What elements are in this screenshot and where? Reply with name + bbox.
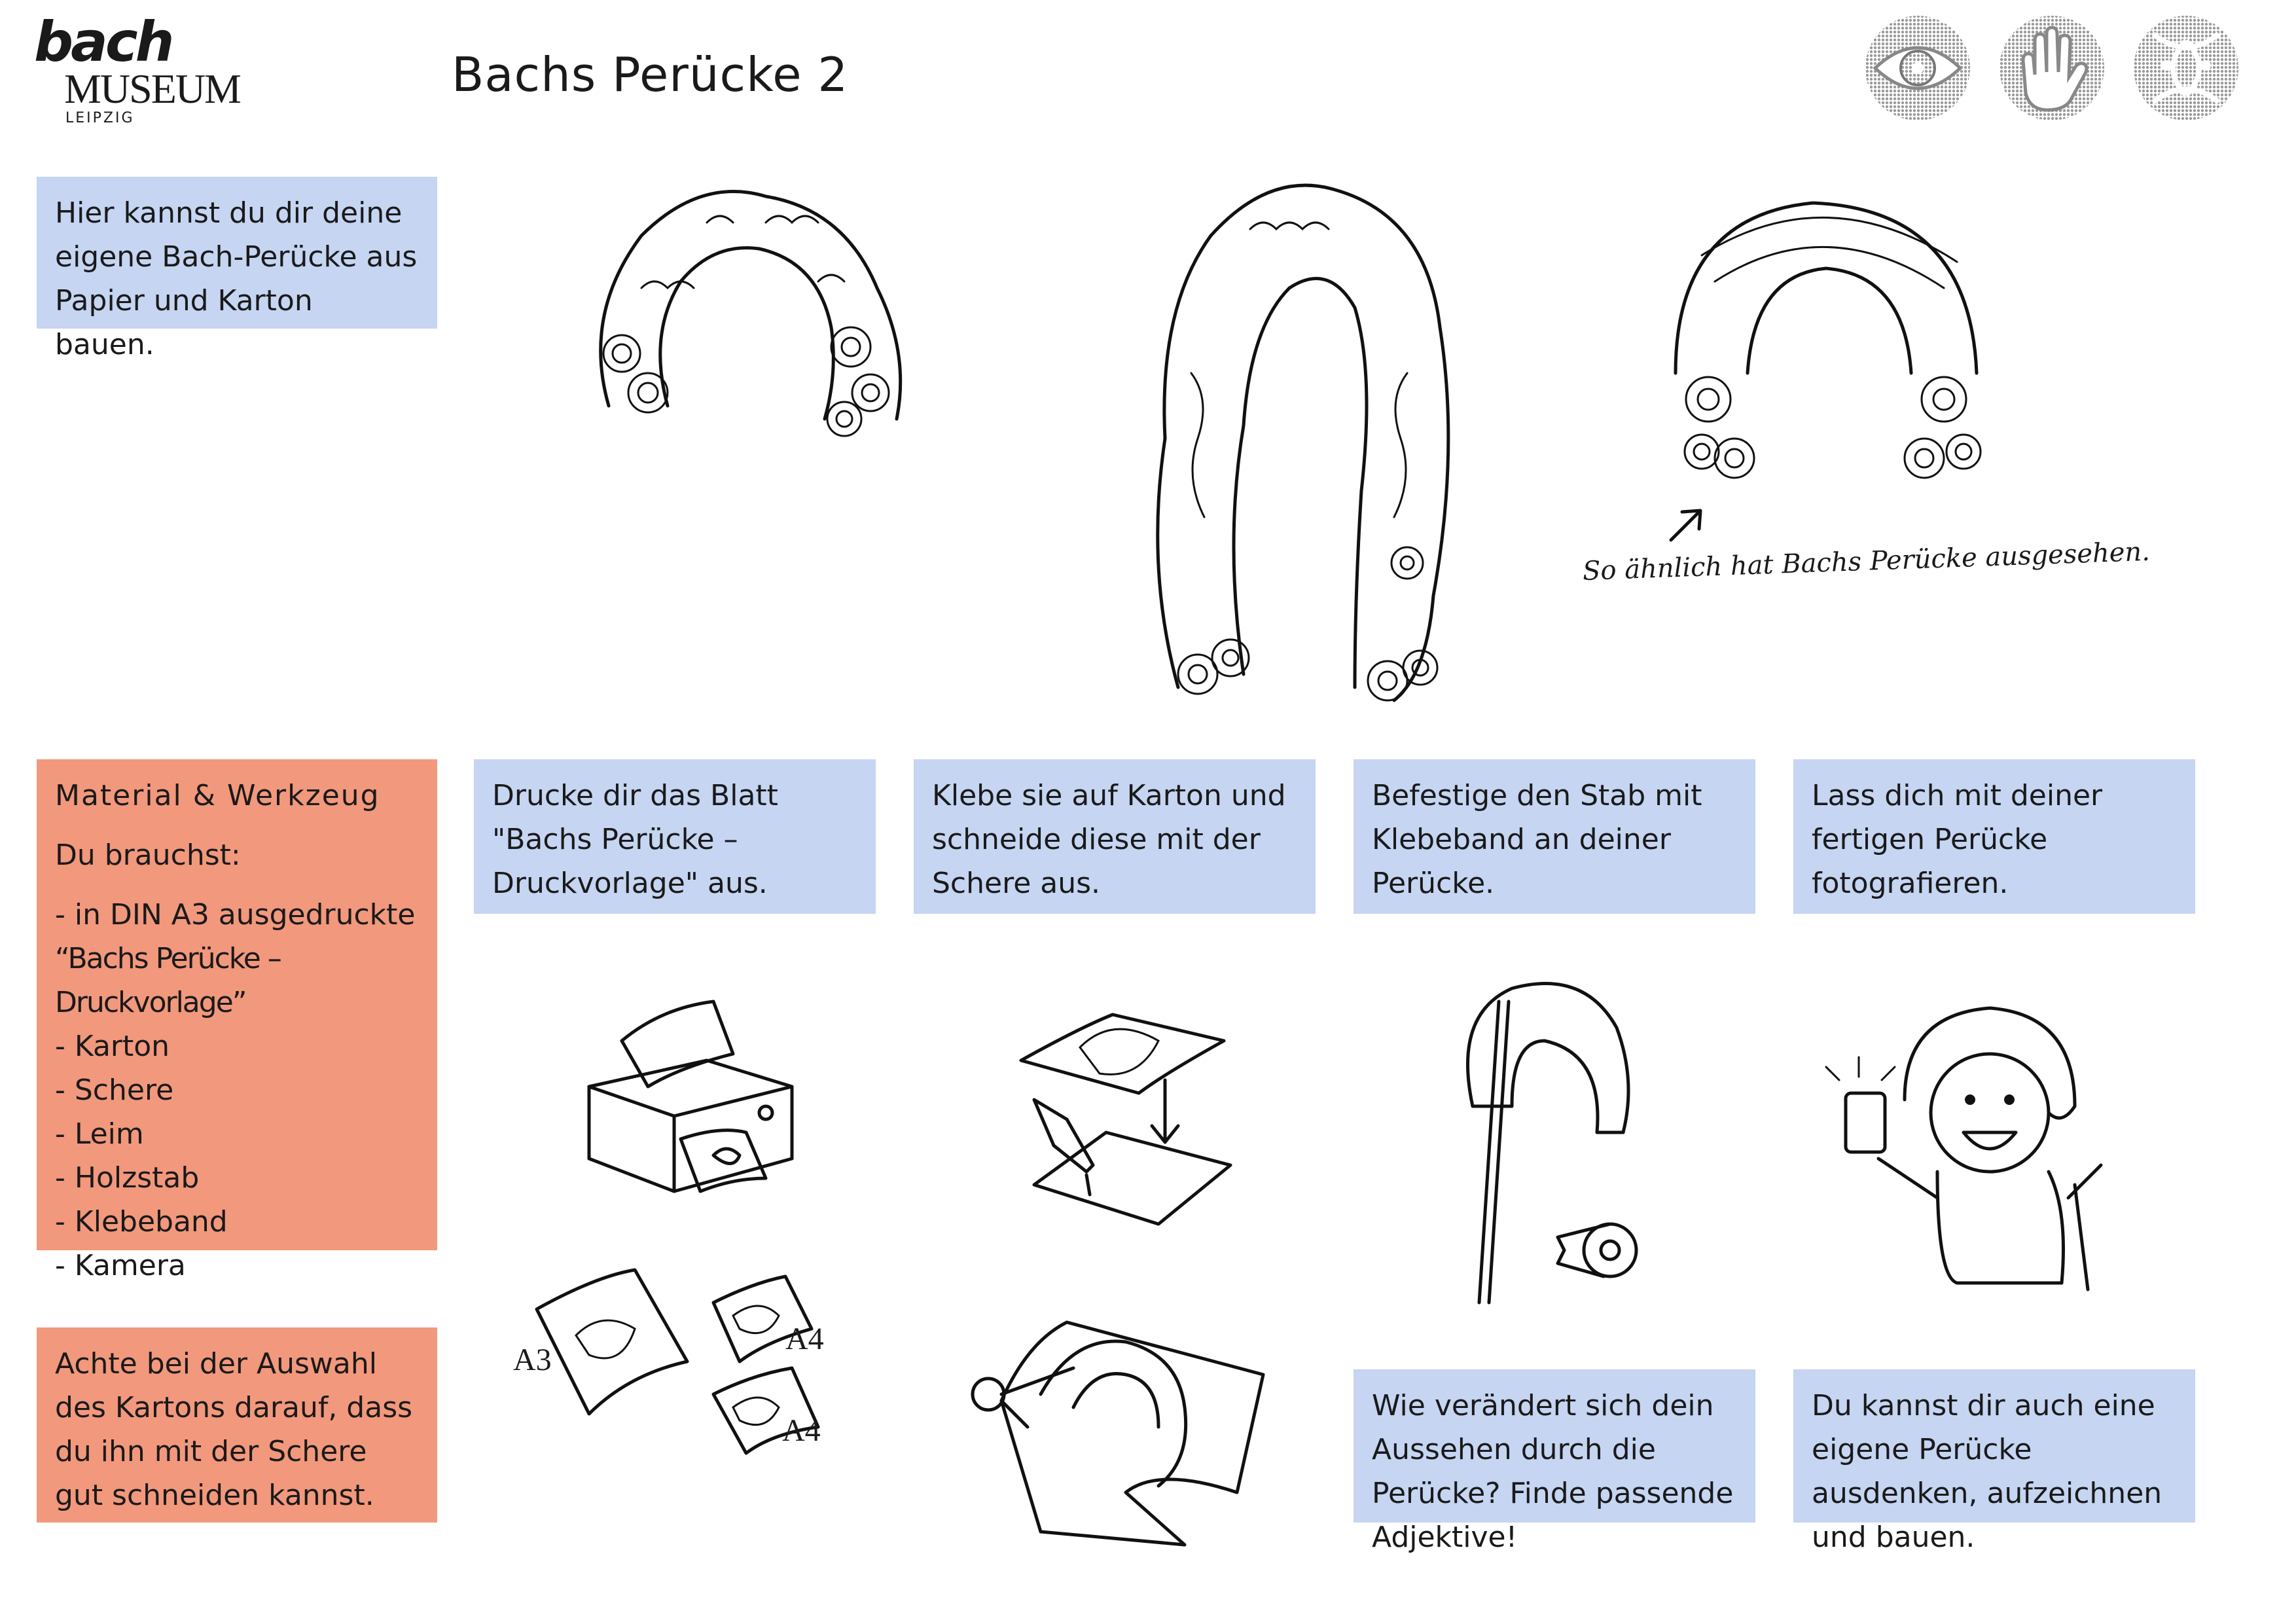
note-box: Achte bei der Auswahl des Kartons darauf… xyxy=(37,1327,437,1523)
question-box-1: Wie verändert sich dein Aussehen durch d… xyxy=(1354,1369,1755,1554)
wig-caption: So ähnlich hat Bachs Perücke ausgesehen. xyxy=(1582,536,2151,586)
wig-stick-illustration xyxy=(1466,982,1638,1305)
step-box-3: Befestige den Stab mit Klebeband an dein… xyxy=(1354,759,1755,914)
step-box-2: Klebe sie auf Karton und schneide diese … xyxy=(914,759,1316,914)
question-box-2: Du kannst dir auch eine eigene Perücke a… xyxy=(1793,1369,2195,1554)
wig-illustration-historic xyxy=(1674,201,1982,479)
museum-logo: bach MUSEUM LEIPZIG xyxy=(34,10,242,126)
page-title: Bachs Perücke 2 xyxy=(452,47,849,102)
paper-label-a4: A4 xyxy=(785,1322,824,1356)
logo-brand: bach xyxy=(34,10,174,74)
note-text: Achte bei der Auswahl des Kartons darauf… xyxy=(55,1347,413,1512)
eye-icon xyxy=(1865,16,1970,120)
materials-need: Du brauchst: xyxy=(55,839,241,872)
theater-masks-icon xyxy=(2134,16,2238,120)
materials-heading: Material & Werkzeug xyxy=(55,779,380,812)
glue-illustration xyxy=(1019,1013,1232,1226)
step-box-1: Drucke dir das Blatt "Bachs Perücke – Dr… xyxy=(474,759,876,914)
step-text: Befestige den Stab mit Klebeband an dein… xyxy=(1372,779,1702,900)
step-text: Drucke dir das Blatt "Bachs Perücke – Dr… xyxy=(492,779,778,900)
materials-item: - Schere xyxy=(55,1074,174,1107)
materials-item: - Holzstab xyxy=(55,1161,200,1195)
question-text: Du kannst dir auch eine eigene Perücke a… xyxy=(1812,1389,2162,1554)
intro-text: Hier kannst du dir deine eigene Bach-Per… xyxy=(55,196,418,361)
materials-box: Material & Werkzeug Du brauchst: - in DI… xyxy=(37,759,437,1282)
materials-item: - Klebeband xyxy=(55,1205,228,1238)
paper-sheets-illustration xyxy=(535,1268,820,1455)
step-text: Klebe sie auf Karton und schneide diese … xyxy=(932,779,1286,900)
printer-illustration xyxy=(587,1000,794,1193)
materials-item: - Kamera xyxy=(55,1249,186,1282)
materials-item: - Leim xyxy=(55,1117,144,1151)
step-text: Lass dich mit deiner fertigen Perücke fo… xyxy=(1812,779,2103,900)
intro-box: Hier kannst du dir deine eigene Bach-Per… xyxy=(37,177,437,361)
selfie-illustration xyxy=(1825,1006,2103,1291)
arrow-icon xyxy=(1669,509,1702,542)
paper-label-a4: A4 xyxy=(782,1413,821,1448)
materials-item: - Karton xyxy=(55,1030,170,1063)
step-box-4: Lass dich mit deiner fertigen Perücke fo… xyxy=(1793,759,2195,914)
wig-illustration-short xyxy=(599,190,903,437)
wig-illustration-long xyxy=(1156,183,1450,702)
hand-icon xyxy=(2000,16,2104,120)
sense-icons xyxy=(1865,16,2238,120)
materials-item: - in DIN A3 ausgedruckte xyxy=(55,898,416,931)
paper-label-a3: A3 xyxy=(513,1343,552,1377)
logo-institution: MUSEUM xyxy=(64,65,242,112)
materials-item: “Bachs Perücke – Druckvorlage” xyxy=(55,942,282,1019)
scissors-illustration xyxy=(971,1320,1265,1547)
question-text: Wie verändert sich dein Aussehen durch d… xyxy=(1372,1389,1734,1554)
logo-city: LEIPZIG xyxy=(65,110,135,126)
